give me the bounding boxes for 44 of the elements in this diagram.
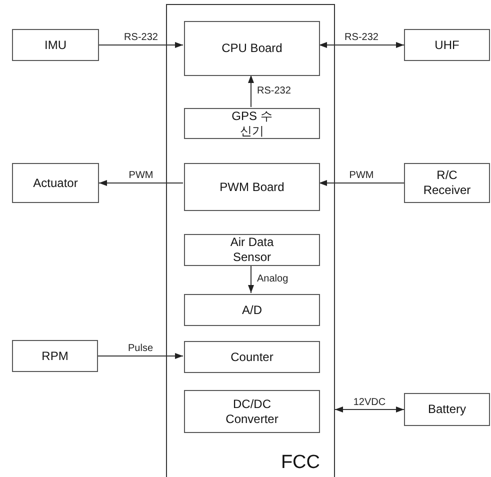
connector-arrow xyxy=(334,406,404,412)
block-label: DC/DC Converter xyxy=(224,396,280,426)
edge-label: PWM xyxy=(128,170,154,181)
connector-arrow xyxy=(98,42,184,48)
connector-arrow xyxy=(318,180,404,186)
block-label: CPU Board xyxy=(222,41,282,56)
block-box xyxy=(12,29,99,61)
edge-label: Pulse xyxy=(127,343,154,354)
enclosure-title: FCC xyxy=(280,453,320,472)
connector-arrow xyxy=(248,264,254,294)
connector-arrow xyxy=(248,74,254,108)
block-label: Actuator xyxy=(33,176,78,190)
block-label: A/D xyxy=(242,302,262,318)
block-label: PWM Board xyxy=(220,180,284,194)
block-box xyxy=(12,163,99,203)
block-box xyxy=(184,108,320,139)
block-label: RPM xyxy=(42,348,68,364)
connector-arrow xyxy=(318,42,404,48)
block-label: Battery xyxy=(428,402,466,417)
block-label: GPS 수신기 xyxy=(230,108,274,138)
block-box xyxy=(184,341,320,373)
fcc-enclosure xyxy=(166,4,335,477)
block-box xyxy=(404,29,490,61)
edge-label: RS-232 xyxy=(256,86,292,96)
edge-label: RS-232 xyxy=(123,32,159,43)
block-box xyxy=(404,163,490,203)
block-box xyxy=(184,390,320,433)
connector-arrow xyxy=(98,180,184,186)
block-box xyxy=(184,234,320,266)
block-label: IMU xyxy=(44,38,66,52)
block-box xyxy=(12,340,98,372)
block-label: R/C Receiver xyxy=(422,168,472,198)
block-box xyxy=(184,21,320,76)
block-label: UHF xyxy=(434,38,460,52)
block-label: Counter xyxy=(230,350,274,364)
block-box xyxy=(184,163,320,211)
block-box xyxy=(184,294,320,326)
edge-label: 12VDC xyxy=(352,396,387,408)
block-label: Air Data Sensor xyxy=(229,235,275,265)
connector-arrow xyxy=(98,353,184,359)
edge-label: RS-232 xyxy=(344,32,380,43)
edge-label: Analog xyxy=(256,274,290,284)
block-box xyxy=(404,393,490,426)
edge-label: PWM xyxy=(348,170,375,181)
